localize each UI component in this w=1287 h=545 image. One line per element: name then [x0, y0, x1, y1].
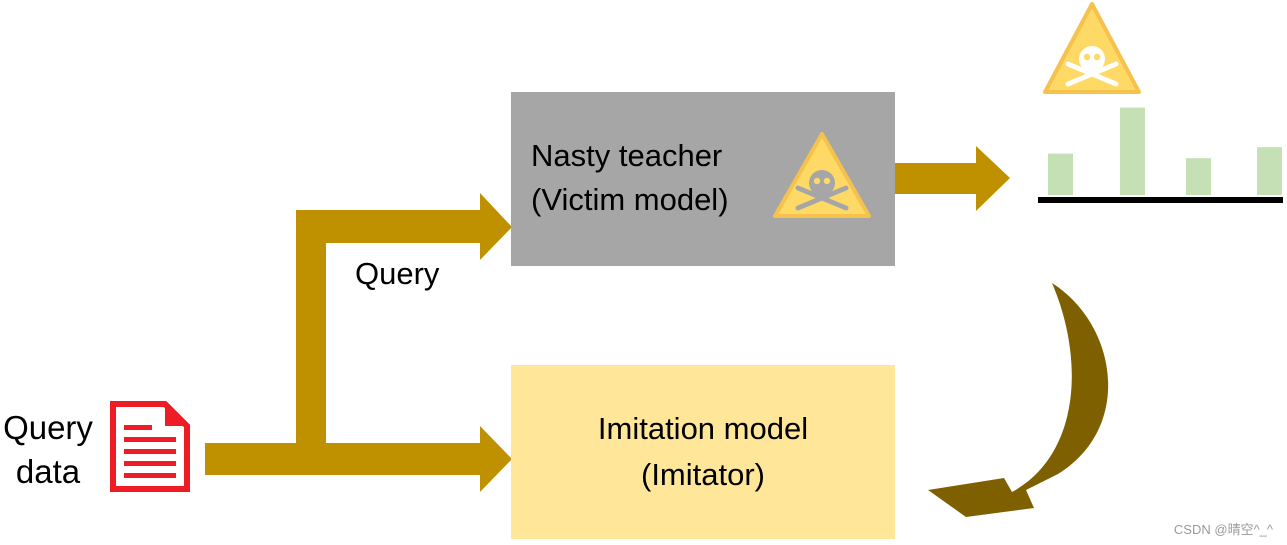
teacher-label-line1: Nasty teacher	[531, 138, 723, 173]
nasty-teacher-box: Nasty teacher (Victim model)	[511, 92, 895, 266]
query-data-to-imitator-arrow	[205, 426, 512, 492]
teacher-label-line2: (Victim model)	[531, 182, 729, 217]
distribution-bar	[1048, 153, 1073, 195]
imitator-label-line1: Imitation model	[597, 411, 809, 446]
feedback-curved-arrow	[928, 283, 1109, 517]
watermark-text: CSDN @晴空^_^	[1173, 522, 1273, 537]
distribution-bar	[1120, 107, 1145, 195]
imitation-model-box: Imitation model (Imitator)	[511, 365, 895, 539]
query-data-label: Query data	[0, 406, 96, 494]
teacher-output-arrow	[895, 146, 1010, 211]
skull-warning-icon	[773, 132, 871, 218]
skull-warning-icon	[1043, 2, 1141, 94]
query-data-label-line2: data	[15, 453, 81, 490]
imitator-label: Imitation model (Imitator)	[511, 406, 895, 498]
query-arrow-label: Query	[355, 256, 440, 291]
imitator-label-line2: (Imitator)	[641, 457, 765, 492]
document-icon	[110, 401, 190, 492]
output-distribution-chart	[1048, 107, 1282, 195]
query-data-label-line1: Query	[3, 409, 93, 446]
teacher-label: Nasty teacher (Victim model)	[531, 134, 729, 222]
distribution-bar	[1257, 147, 1282, 195]
distribution-bar	[1186, 158, 1211, 195]
branch-trunk-arrow	[296, 210, 326, 443]
query-to-teacher-arrow	[296, 193, 512, 260]
